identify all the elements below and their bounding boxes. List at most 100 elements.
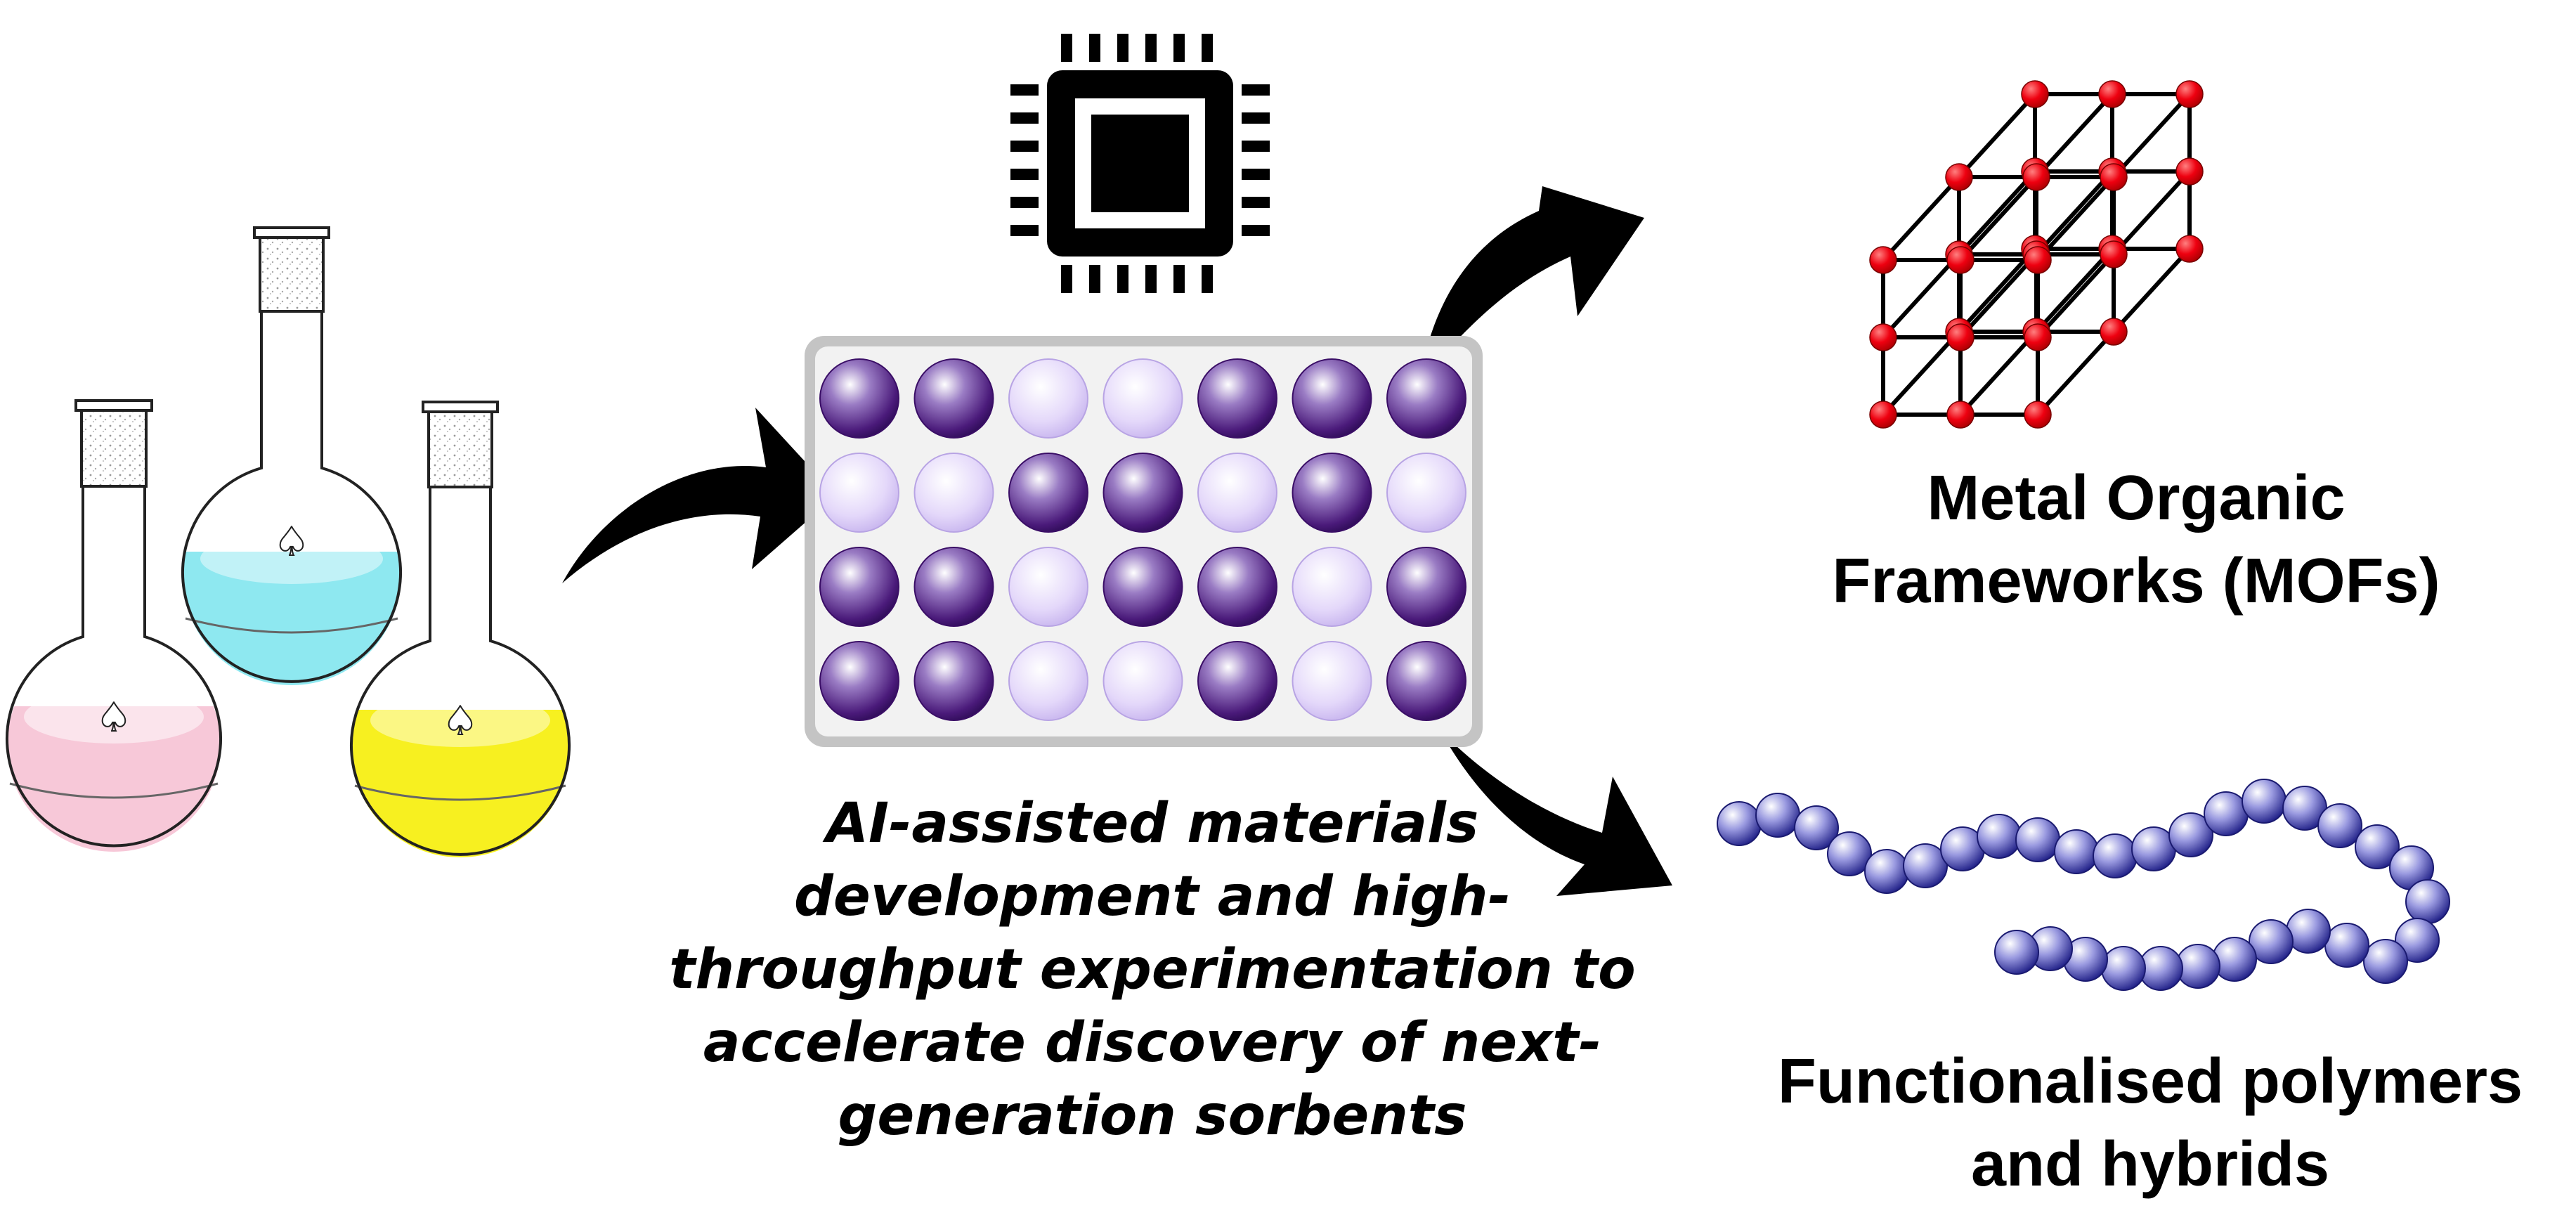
mof-bond	[1958, 252, 2038, 339]
center-caption: AI-assisted materials development and hi…	[661, 787, 1644, 1153]
mof-node	[2024, 323, 2052, 351]
svg-text:♠: ♠	[96, 695, 131, 741]
polymer-bead	[1755, 793, 1800, 838]
polymer-bead	[2015, 817, 2060, 862]
mof-node	[2022, 163, 2050, 191]
polymer-bead	[2286, 909, 2331, 954]
polymer-bead	[1864, 849, 1909, 894]
well-shine	[1104, 642, 1182, 720]
polymer-bead	[1994, 930, 2039, 975]
mof-bond	[1958, 175, 2038, 262]
polymer-bead	[1717, 801, 1762, 846]
polymer-bead	[2168, 812, 2213, 857]
arrow-icon	[562, 408, 836, 583]
well-shine	[821, 642, 898, 720]
mof-node	[1869, 401, 1897, 429]
well-shine	[1293, 360, 1371, 437]
mof-node	[2100, 318, 2128, 346]
well-shine	[1388, 642, 1465, 720]
well-shine	[1104, 360, 1182, 437]
well-plate	[805, 336, 1483, 747]
mof-bond	[2034, 169, 2114, 257]
mof-bond	[2036, 175, 2116, 262]
mof-label-line: Metal Organic	[1927, 463, 2346, 533]
well-shine	[1104, 548, 1182, 625]
mof-bond	[2112, 169, 2192, 257]
mof-node	[1945, 163, 1973, 191]
mof-bond	[1957, 92, 2037, 179]
mof-node	[2175, 157, 2204, 186]
svg-text:♠: ♠	[274, 519, 309, 565]
mof-bond	[2036, 252, 2116, 339]
cyan-flask: ♠	[181, 226, 402, 685]
svg-text:♠: ♠	[443, 699, 478, 744]
mof-node	[1946, 401, 1975, 429]
polymer-bead	[1903, 843, 1948, 888]
mof-bond	[1881, 330, 1961, 417]
well-shine	[1388, 548, 1465, 625]
caption-line: throughput experimentation to	[669, 938, 1636, 1001]
well-shine	[821, 360, 898, 437]
polymer-label: Functionalised polymers and hybrids	[1715, 1040, 2576, 1206]
caption-line: development and high-	[794, 865, 1511, 928]
polymer-bead	[2317, 803, 2362, 848]
mof-bond	[1957, 169, 2037, 257]
well-shine	[1010, 454, 1087, 531]
polymer-label-line: and hybrids	[1970, 1129, 2330, 1200]
mof-bond	[2112, 247, 2192, 334]
mof-label: Metal Organic Frameworks (MOFs)	[1715, 457, 2558, 623]
well-shine	[915, 454, 993, 531]
polymer-bead	[2405, 879, 2450, 924]
mof-node	[2175, 80, 2204, 108]
polymer-bead	[2093, 833, 2138, 878]
mof-bond	[2112, 92, 2192, 179]
well-shine	[915, 360, 993, 437]
mof-bond	[2034, 92, 2114, 179]
well-shine	[1199, 360, 1276, 437]
well-shine	[1010, 548, 1087, 625]
mof-node	[2098, 80, 2126, 108]
well-shine	[1293, 548, 1371, 625]
chip-icon	[1010, 34, 1270, 293]
mof-node	[2024, 246, 2052, 274]
well-shine	[1199, 642, 1276, 720]
mof-node	[1869, 323, 1897, 351]
polymer-bead	[2101, 946, 2146, 991]
mof-node	[2024, 401, 2052, 429]
mof-bond	[2034, 247, 2114, 334]
mof-node	[2021, 80, 2049, 108]
caption-line: AI-assisted materials	[826, 792, 1479, 855]
caption-line: accelerate discovery of next-	[703, 1011, 1602, 1075]
mof-node	[2100, 163, 2128, 191]
mof-bond	[1958, 330, 2038, 417]
arrow-icon	[1419, 186, 1644, 383]
polymer-bead	[2204, 791, 2249, 836]
polymer-bead	[1977, 814, 2022, 859]
well-shine	[1104, 454, 1182, 531]
well-shine	[915, 548, 993, 625]
polymer-bead	[2355, 824, 2400, 869]
arrow-icon	[1440, 731, 1672, 896]
mof-node	[1946, 246, 1975, 274]
mof-bond	[1881, 252, 1961, 339]
polymer-bead	[2054, 829, 2099, 874]
caption-line: generation sorbents	[838, 1084, 1467, 1148]
polymer-bead	[2249, 919, 2294, 964]
mof-node	[2100, 240, 2128, 268]
mof-bond	[1957, 247, 2037, 334]
well-shine	[1199, 548, 1276, 625]
polymer-bead	[2395, 918, 2440, 963]
mof-bond	[2036, 330, 2116, 417]
well-shine	[1199, 454, 1276, 531]
well-shine	[1010, 642, 1087, 720]
well-shine	[915, 642, 993, 720]
mof-node	[1946, 323, 1975, 351]
well-shine	[1293, 642, 1371, 720]
well-shine	[821, 548, 898, 625]
polymer-bead	[2363, 939, 2408, 984]
well-shine	[1010, 360, 1087, 437]
mof-bond	[1881, 175, 1961, 262]
well-shine	[1388, 360, 1465, 437]
polymer-chain-icon	[1717, 779, 2450, 991]
